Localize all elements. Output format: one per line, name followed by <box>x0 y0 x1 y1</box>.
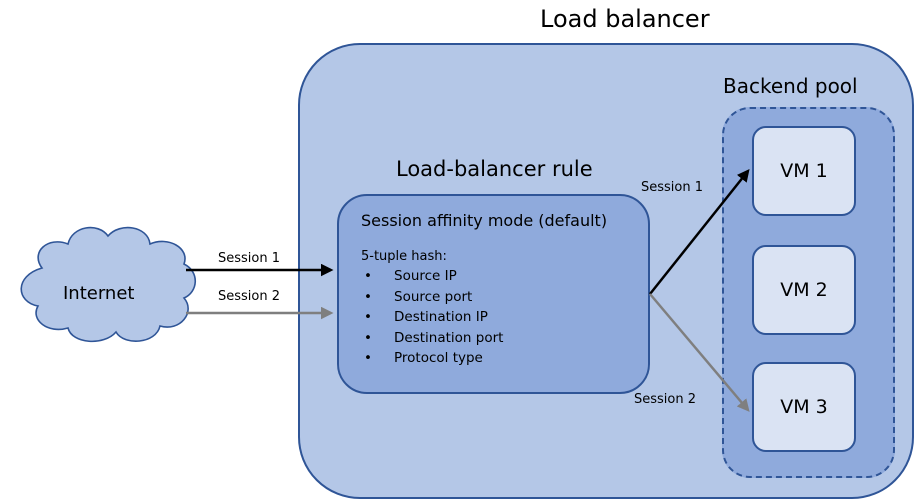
hash-field-label: Source IP <box>394 268 457 284</box>
internet-label: Internet <box>63 283 135 304</box>
rule-title: Load-balancer rule <box>396 157 593 181</box>
rule-box <box>337 194 650 394</box>
vm-1-box: VM 1 <box>752 126 856 216</box>
hash-field-label: Source port <box>394 288 473 305</box>
hash-fields-list: •Source IP •Source port •Destination IP … <box>361 266 503 369</box>
bullet-icon: • <box>364 288 372 305</box>
session-2-in-label: Session 2 <box>218 289 281 304</box>
hash-field-label: Protocol type <box>394 350 483 366</box>
hash-field-item: • Protocol type <box>361 348 503 369</box>
session-2-out-arrow <box>649 293 750 412</box>
vm-2-label: VM 2 <box>780 279 828 301</box>
backend-pool-title: Backend pool <box>723 74 858 98</box>
vm-1-label: VM 1 <box>780 160 828 182</box>
bullet-icon: • <box>364 268 372 284</box>
vm-3-box: VM 3 <box>752 362 856 452</box>
session-1-in-label: Session 1 <box>218 251 281 266</box>
bullet-icon: • <box>364 309 372 325</box>
vm-3-label: VM 3 <box>780 396 828 418</box>
hash-field-label: Destination IP <box>394 309 488 325</box>
bullet-icon: • <box>364 350 372 366</box>
affinity-mode-title: Session affinity mode (default) <box>361 211 608 230</box>
hash-field-label: Destination port <box>394 329 504 346</box>
hash-field-item: • Source port <box>361 287 503 308</box>
session-1-out-label: Session 1 <box>641 180 704 195</box>
internet-cloud-icon <box>20 226 197 343</box>
vm-2-box: VM 2 <box>752 245 856 335</box>
hash-field-item: • Source IP <box>361 266 503 287</box>
hash-field-item: • Destination IP <box>361 307 503 328</box>
bullet-icon: • <box>364 329 372 346</box>
load-balancer-title: Load balancer <box>540 5 710 33</box>
hash-title: 5-tuple hash: <box>361 249 447 264</box>
session-1-out-arrow <box>649 169 750 295</box>
hash-field-item: • Destination port <box>361 328 503 349</box>
session-2-out-label: Session 2 <box>634 392 697 407</box>
